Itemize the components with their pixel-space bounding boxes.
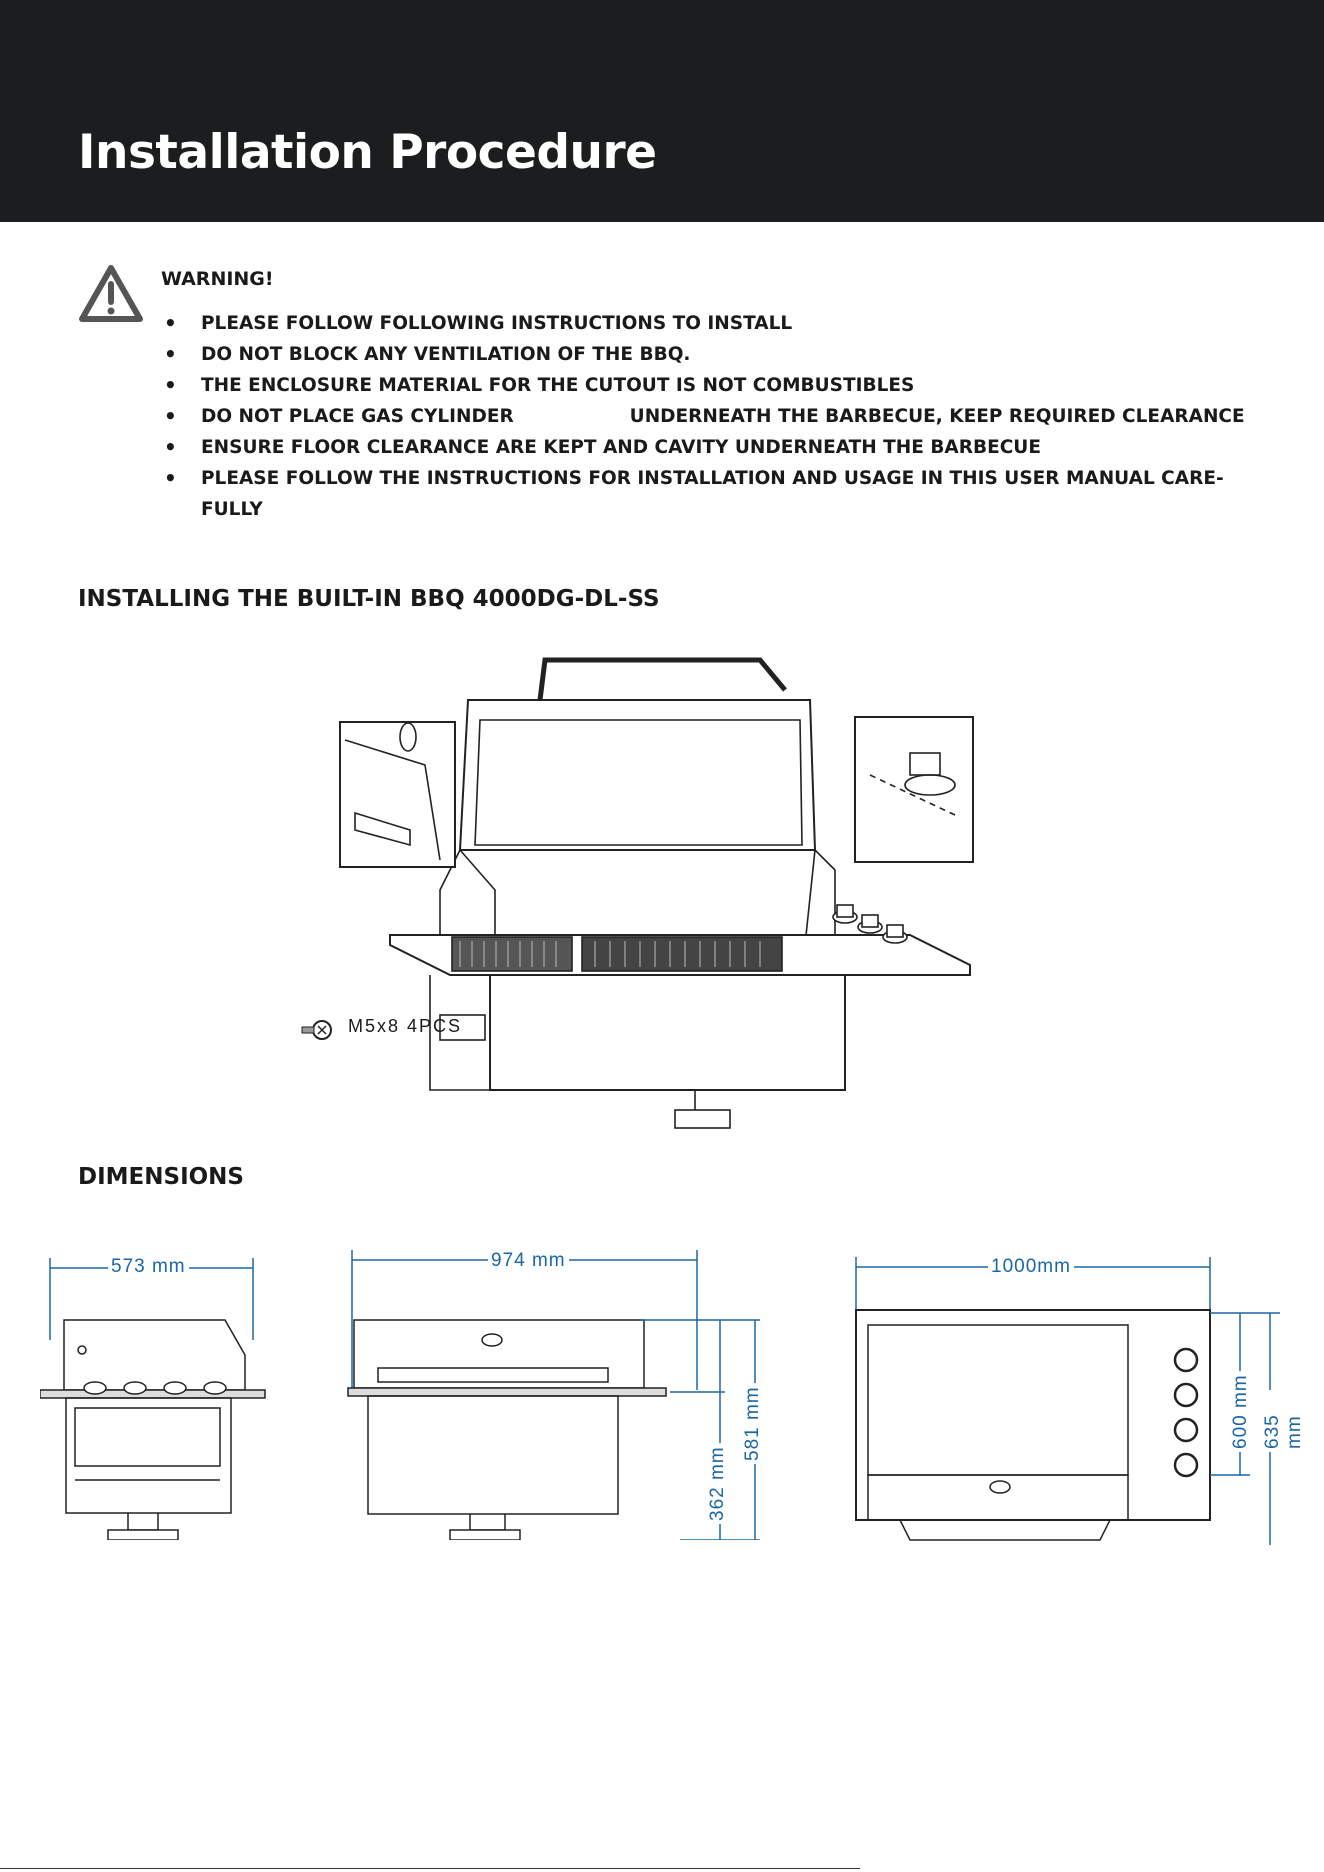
warning-item: DO NOT PLACE GAS CYLINDER UNDERNEATH THE… <box>161 401 1271 432</box>
bbq-installation-diagram <box>339 657 974 1129</box>
warning-item: PLEASE FOLLOW FOLLOWING INSTRUCTIONS TO … <box>161 308 1271 339</box>
page-title: Installation Procedure <box>78 125 657 180</box>
front-view-diagram <box>347 1250 760 1540</box>
page-header: Installation Procedure <box>0 0 1324 222</box>
dimensions-title: DIMENSIONS <box>78 1164 244 1190</box>
front-total-height-label: 581 mm <box>742 1383 764 1464</box>
top-width-label: 1000mm <box>988 1256 1074 1278</box>
side-view-diagram <box>40 1258 266 1540</box>
top-view-diagram <box>855 1257 1280 1545</box>
screw-icon <box>301 1020 332 1040</box>
warning-item: DO NOT BLOCK ANY VENTILATION OF THE BBQ. <box>161 339 1271 370</box>
warning-item: PLEASE FOLLOW THE INSTRUCTIONS FOR INSTA… <box>161 463 1271 525</box>
warning-item: ENSURE FLOOR CLEARANCE ARE KEPT AND CAVI… <box>161 432 1271 463</box>
screw-label: M5x8 4PCS <box>348 1016 463 1036</box>
warning-item: THE ENCLOSURE MATERIAL FOR THE CUTOUT IS… <box>161 370 1271 401</box>
installing-title: INSTALLING THE BUILT-IN BBQ 4000DG-DL-SS <box>78 586 660 612</box>
warning-list: PLEASE FOLLOW FOLLOWING INSTRUCTIONS TO … <box>161 308 1271 525</box>
top-outer-depth-label: 635 mm <box>1262 1390 1306 1452</box>
top-inner-depth-label: 600 mm <box>1230 1371 1252 1452</box>
warning-triangle-icon <box>79 265 143 322</box>
front-width-label: 974 mm <box>488 1250 569 1272</box>
front-lower-height-label: 362 mm <box>707 1443 729 1524</box>
footer-rule <box>0 1868 860 1869</box>
warning-title: WARNING! <box>161 268 274 290</box>
side-width-label: 573 mm <box>108 1256 189 1278</box>
